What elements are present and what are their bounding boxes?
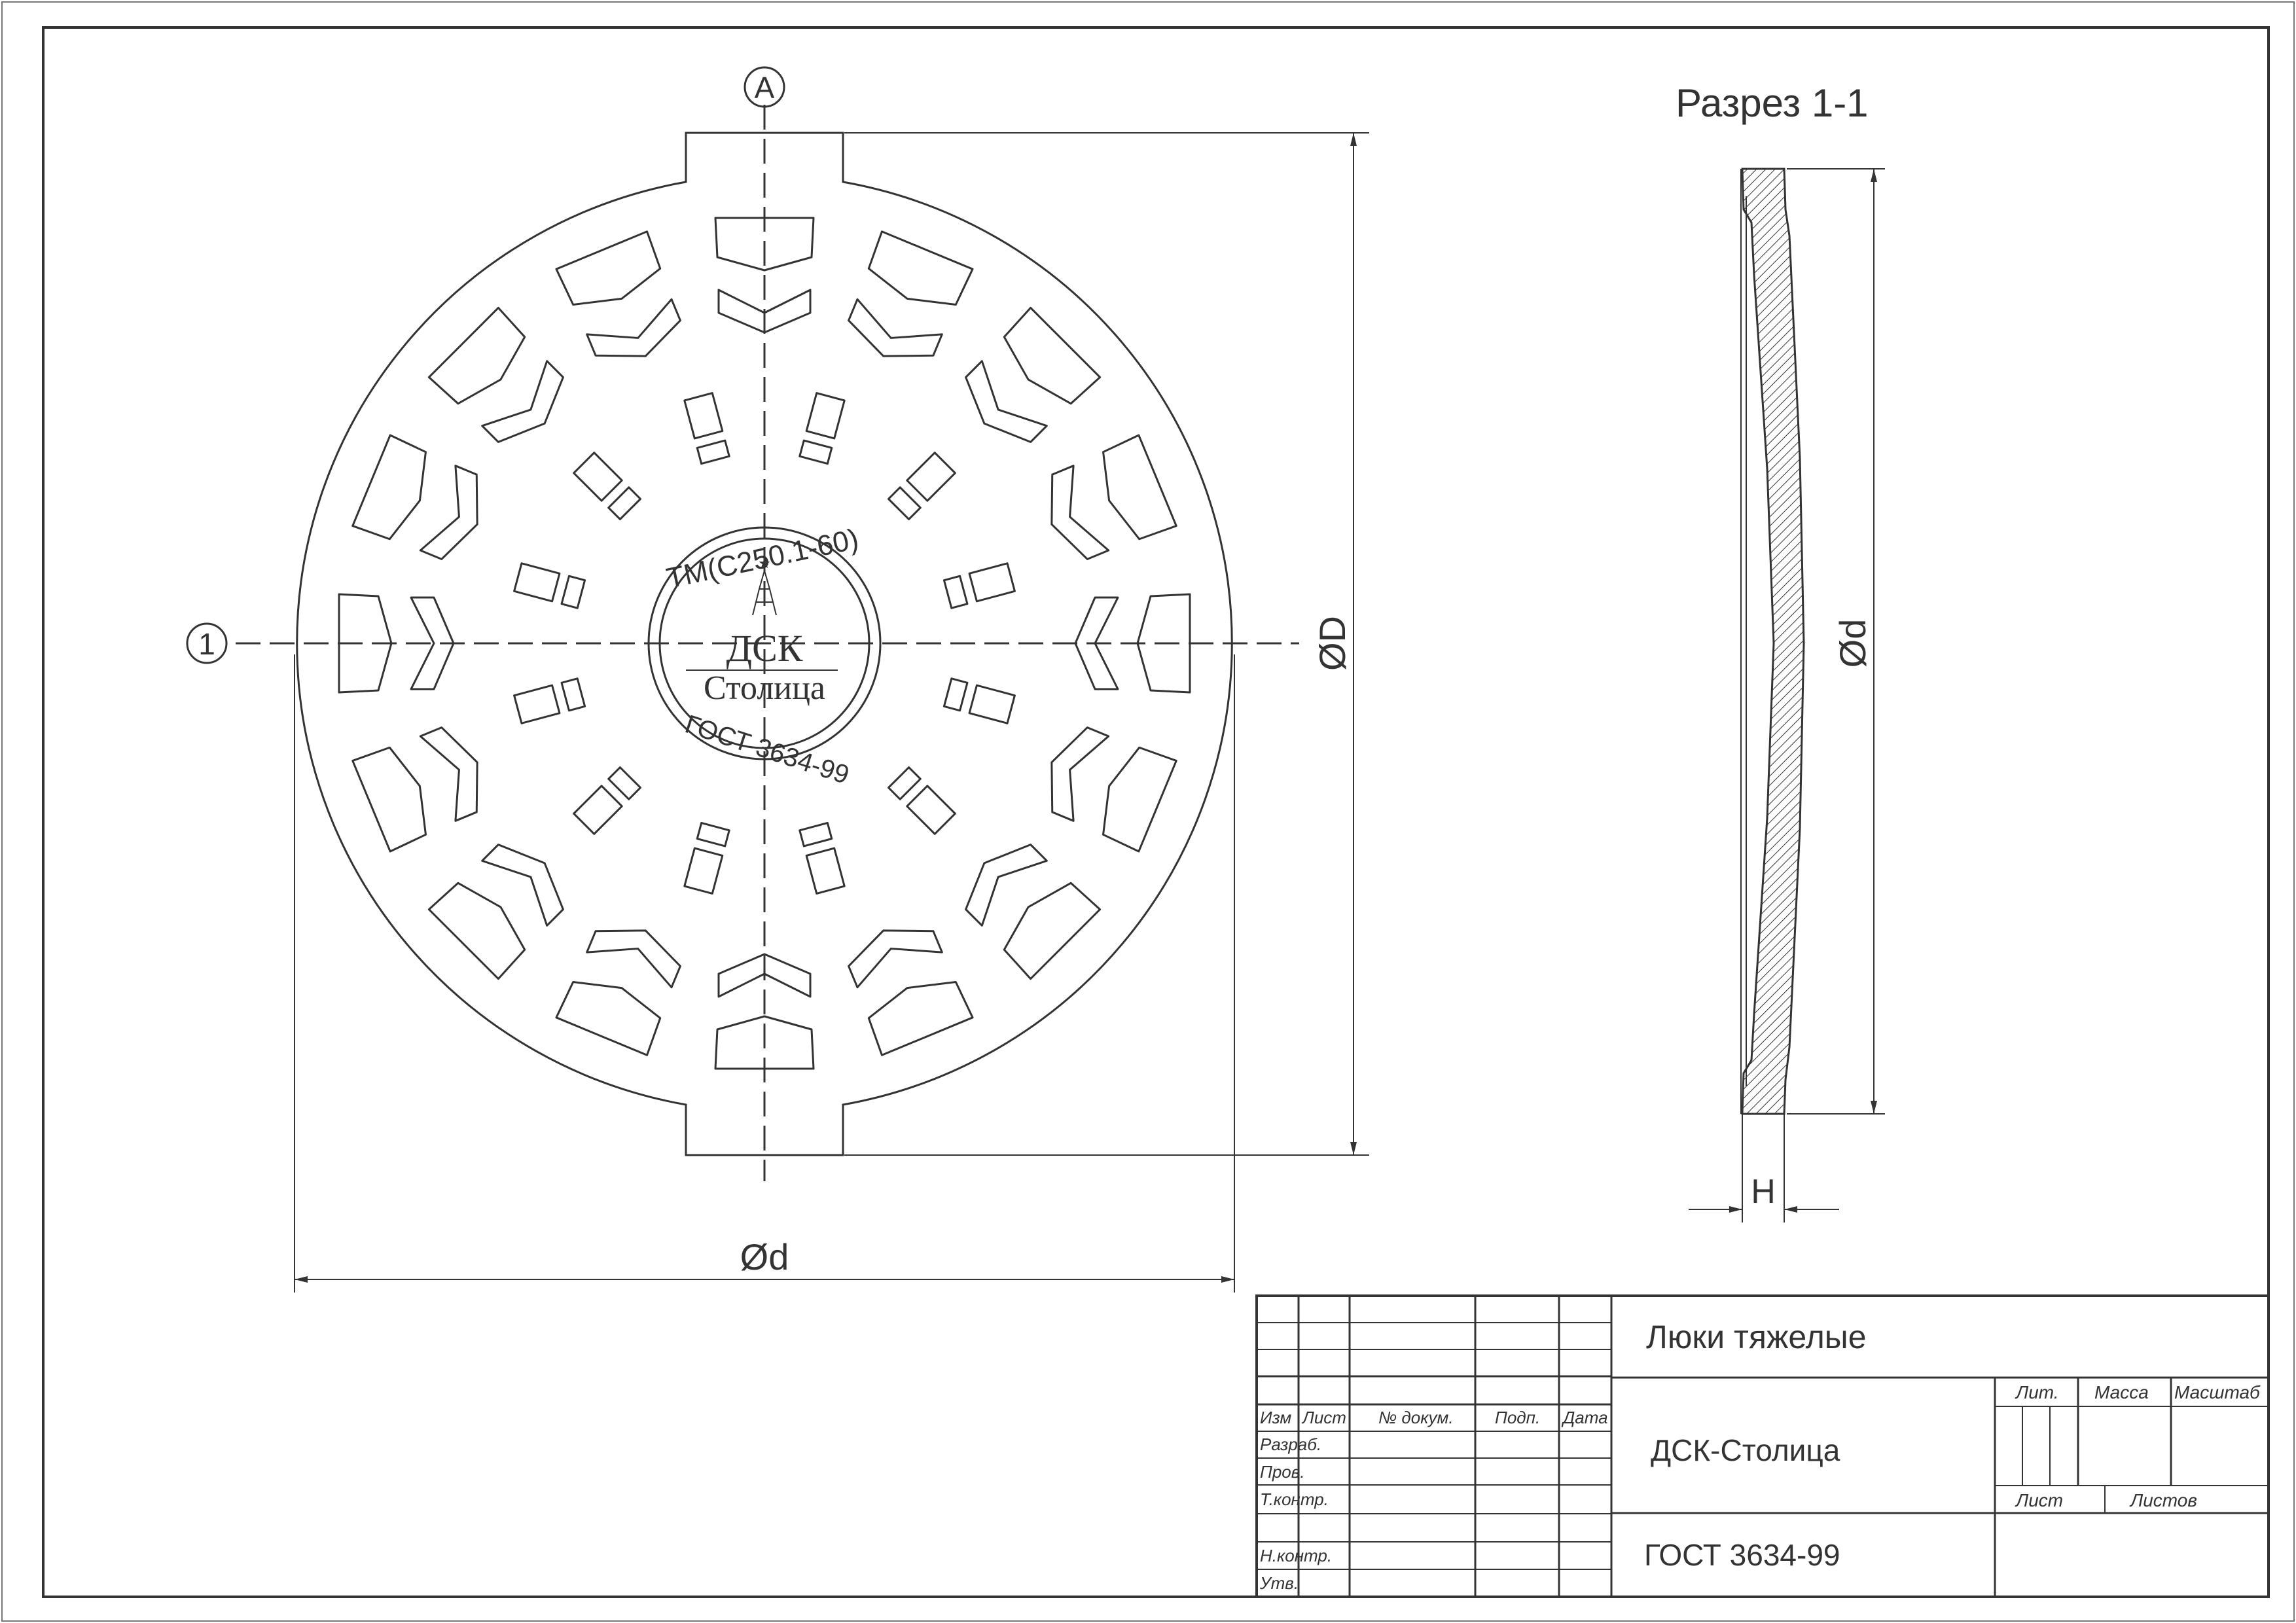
section-diameter-label: Ød [1832,619,1873,668]
drawing-frame [42,26,2270,1598]
outer-slot [351,746,427,853]
inner-square-slot [805,392,846,440]
outer-slot [427,882,526,980]
cover-outline [296,132,1233,1156]
outer-slot [1003,882,1102,980]
row-label-checker: Пров. [1260,1462,1305,1482]
col-header-doc: № докум. [1378,1408,1454,1427]
outer-slot [338,593,393,694]
ventilation-slots [338,217,1191,1070]
inner-square-slot [683,847,724,895]
inner-square-slot [906,785,956,835]
inner-bar-slot [942,575,969,609]
outer-diameter-label: ØD [1312,616,1353,671]
scale-label: Масштаб [2174,1382,2261,1402]
inner-square-slot [968,684,1016,724]
chevron-slot [1050,465,1110,560]
inner-bar-slot [942,677,969,712]
row-label-norm-control: Н.контр. [1260,1546,1332,1565]
standard-name: ГОСТ 3634-99 [1644,1538,1840,1572]
chevron-slot [419,465,478,560]
inner-bar-slot [560,575,586,609]
col-header-list: Лист [1301,1408,1346,1427]
axis-callout-circle [744,66,785,108]
chevron-slot [965,844,1048,927]
chevron-slot [586,298,681,357]
chevron-slot [586,929,681,989]
lit-label: Лит. [2015,1382,2059,1402]
chevron-slot [481,844,564,927]
inner-square-slot [573,785,623,835]
outer-slot [1102,746,1177,853]
row-label-tech-control: Т.контр. [1260,1489,1329,1509]
outer-slot [555,230,662,306]
sheets-label: Листов [2129,1490,2197,1510]
chevron-slot [419,726,478,822]
inner-square-slot [805,847,846,895]
inner-bar-slot [696,821,730,847]
section-title: Разрез 1-1 [1676,81,1869,125]
inner-square-slot [906,452,956,502]
axis-callout-label: А [755,71,775,105]
inner-bar-slot [560,677,586,712]
chevron-slot [1050,726,1110,822]
inner-bar-slot [696,439,730,465]
inner-bar-slot [888,486,922,520]
section-callout-circle [186,622,228,664]
inner-bar-slot [798,439,833,465]
sheet-label: Лист [2015,1490,2063,1510]
chevron-slot [965,360,1048,443]
inner-bar-slot [607,766,641,800]
section-profile [1741,168,1805,1115]
chevron-slot [410,596,455,690]
section-view: Разрез 1-1 Ød H [1676,81,1885,1222]
inner-square-slot [968,562,1016,603]
cover-plan-view: ТМ(С250.1-60) ★ ДСК Столица ГОСТ 3634-99… [186,66,1369,1293]
outer-slot [427,306,526,405]
outer-slot [351,434,427,541]
marking-bottom-arc: ГОСТ 3634-99 [681,709,852,789]
row-label-approved: Утв. [1259,1573,1299,1593]
outer-slot [867,981,974,1056]
chevron-slot [481,360,564,443]
outer-slot [867,230,974,306]
col-header-date: Дата [1561,1408,1608,1427]
product-name: Люки тяжелые [1646,1319,1867,1355]
inner-square-slot [513,684,561,724]
outer-slot [1102,434,1177,541]
outer-slot [555,981,662,1056]
inner-bar-slot [607,486,641,520]
row-label-developer: Разраб. [1260,1435,1321,1454]
mass-label: Масса [2094,1382,2149,1402]
chevron-slot [848,298,943,357]
inner-bar-slot [888,766,922,800]
section-callout-label: 1 [198,627,215,661]
col-header-izm: Изм [1260,1408,1291,1427]
chevron-slot [848,929,943,989]
outer-slot [1003,306,1102,405]
company-name: ДСК-Столица [1651,1433,1840,1467]
section-height-label: H [1751,1173,1776,1211]
inner-diameter-label: Ød [740,1236,789,1277]
inner-square-slot [683,392,724,440]
col-header-sign: Подп. [1495,1408,1540,1427]
inner-square-slot [573,452,623,502]
title-block: Люки тяжелые ДСК-Столица ГОСТ 3634-99 Из… [1255,1294,2270,1598]
inner-square-slot [513,562,561,603]
inner-bar-slot [798,821,833,847]
